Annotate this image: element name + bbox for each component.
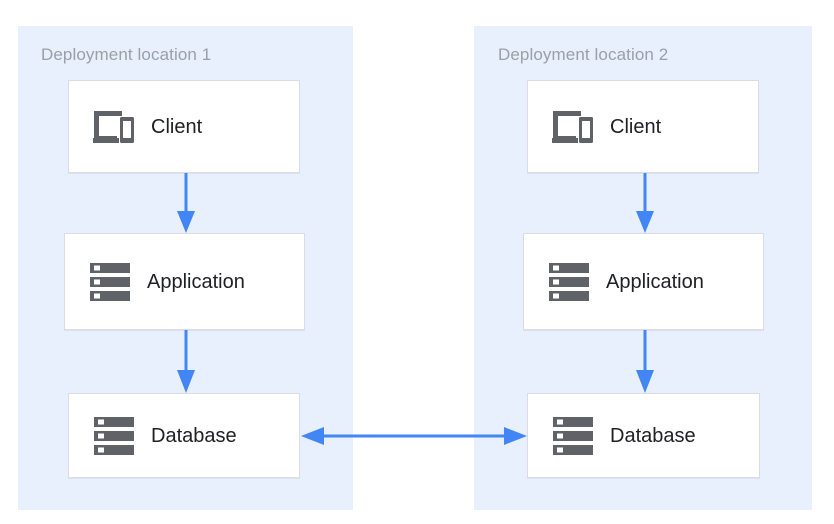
server-icon xyxy=(550,416,596,456)
database-2-label: Database xyxy=(610,424,696,447)
arrow-client-1-to-application-1 xyxy=(176,173,196,234)
client-2-label: Client xyxy=(610,115,662,138)
application-1-label: Application xyxy=(147,270,245,293)
client-2-node[interactable]: Client xyxy=(527,80,759,173)
devices-icon xyxy=(550,107,596,147)
arrow-application-1-to-database-1 xyxy=(176,330,196,394)
deployment-location-1-title: Deployment location 1 xyxy=(41,45,212,64)
deployment-location-2-title: Deployment location 2 xyxy=(498,45,669,64)
client-1-node[interactable]: Client xyxy=(68,80,300,173)
application-2-node[interactable]: Application xyxy=(523,233,764,330)
server-icon xyxy=(87,262,133,302)
database-1-node[interactable]: Database xyxy=(68,393,300,478)
server-icon xyxy=(546,262,592,302)
database-1-label: Database xyxy=(151,424,237,447)
client-1-label: Client xyxy=(151,115,203,138)
server-icon xyxy=(91,416,137,456)
application-1-node[interactable]: Application xyxy=(64,233,305,330)
arrow-client-2-to-application-2 xyxy=(635,173,655,234)
application-2-label: Application xyxy=(606,270,704,293)
arrow-application-2-to-database-2 xyxy=(635,330,655,394)
arrow-database-1-to-database-2 xyxy=(300,424,528,448)
database-2-node[interactable]: Database xyxy=(527,393,760,478)
devices-icon xyxy=(91,107,137,147)
